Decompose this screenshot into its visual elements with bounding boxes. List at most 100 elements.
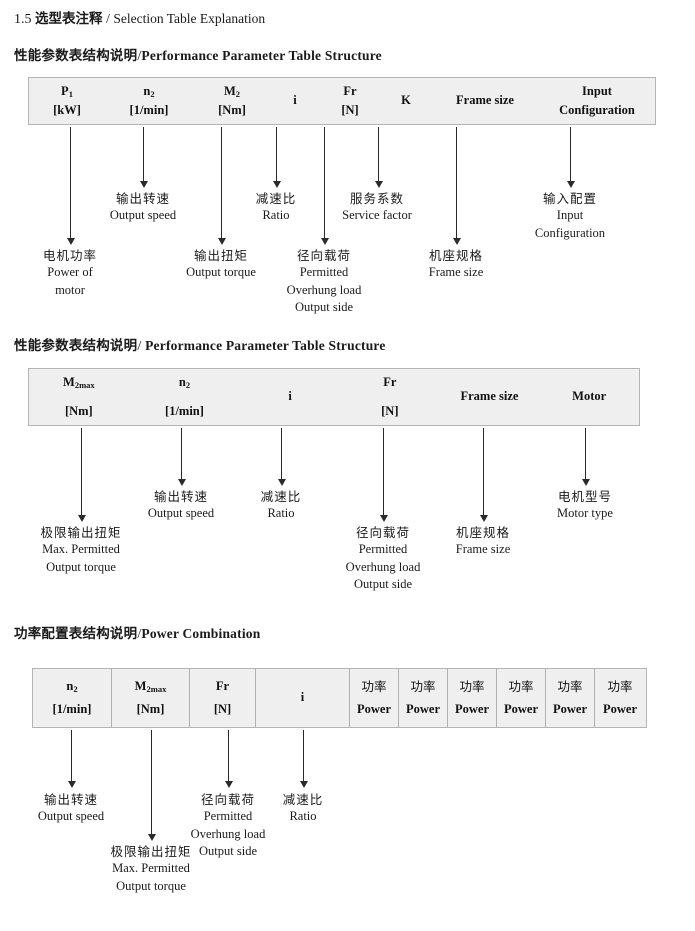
callout-ratio-cn: 减速比	[255, 191, 297, 206]
callout-permitted-overhung-load-3-en2: Overhung load	[190, 826, 266, 841]
callout-ratio-en1: Ratio	[262, 208, 290, 223]
callout-permitted-overhung-load-en1: Permitted	[299, 265, 349, 280]
callout-power-of-motor-cn: 电机功率	[42, 248, 98, 263]
callout-ratio-3: 减速比 Ratio	[283, 791, 324, 826]
callout-permitted-overhung-load-3-en1: Permitted	[203, 809, 253, 824]
section-title-cn: 选型表注释	[35, 11, 103, 27]
callout-permitted-overhung-load-2-cn: 径向载荷	[355, 525, 411, 540]
table-2-cell-frame-size: Frame size	[440, 369, 540, 425]
callout-max-permitted-output-torque: 极限输出扭矩 Max. Permitted Output torque	[40, 524, 121, 576]
section-1-heading-sep: /	[137, 49, 142, 64]
table-3-cell-power-2-line2: Power	[405, 702, 440, 716]
callout-service-factor-cn: 服务系数	[349, 191, 405, 206]
callout-input-configuration-en1: Input	[556, 208, 584, 223]
table-1-cell-fr: Fr [N]	[319, 78, 381, 124]
arrow-output-speed-3	[67, 730, 76, 788]
arrow-max-permitted-output-torque-3	[147, 730, 156, 841]
callout-output-torque: 输出扭矩 Output torque	[186, 247, 256, 282]
table-2-cell-motor: Motor	[539, 369, 639, 425]
table-3-cell-i-line1: i	[300, 690, 305, 705]
performance-parameter-table-2: M2max [Nm] n2 [1/min] i Fr [N] Frame siz…	[28, 368, 640, 426]
callout-output-torque-en1: Output torque	[186, 265, 256, 280]
section-1-heading-cn: 性能参数表结构说明	[14, 48, 138, 64]
callout-permitted-overhung-load-2-en3: Output side	[354, 576, 412, 591]
table-2-cell-m2max-line2: [Nm]	[64, 403, 93, 418]
callout-power-of-motor: 电机功率 Power of motor	[43, 247, 97, 299]
table-2-cell-fr-line2: [N]	[381, 403, 399, 418]
callout-frame-size-cn: 机座规格	[428, 248, 483, 263]
table-3-cell-power-1-line1: 功率	[361, 678, 387, 694]
callout-output-speed-cn: 输出转速	[115, 191, 170, 206]
arrow-frame-size-2	[479, 428, 488, 522]
table-2-cell-n2-line1: n2	[178, 375, 191, 390]
callout-input-configuration: 输入配置 Input Configuration	[535, 190, 605, 242]
table-1-cell-n2-line1: n2	[143, 83, 155, 99]
callout-frame-size: 机座规格 Frame size	[429, 247, 484, 282]
table-3-cell-n2: n2 [1/min]	[33, 669, 111, 727]
page-title: 1.5 选型表注释 / Selection Table Explanation	[14, 7, 265, 28]
callout-frame-size-2-en1: Frame size	[455, 542, 511, 557]
callout-permitted-overhung-load-en3: Output side	[295, 299, 353, 314]
callout-ratio-2-cn: 减速比	[260, 489, 302, 504]
table-2-cell-m2max: M2max [Nm]	[29, 369, 129, 425]
callout-output-torque-cn: 输出扭矩	[193, 248, 249, 263]
table-3-cell-power-6-line1: 功率	[607, 678, 633, 694]
arrow-output-speed-2	[177, 428, 186, 486]
table-1-cell-input-configuration-line2: Configuration	[559, 103, 635, 117]
table-3-cell-power-3-line2: Power	[454, 702, 489, 716]
table-3-cell-power-4-line2: Power	[503, 702, 538, 716]
callout-output-speed-3-cn: 输出转速	[43, 792, 98, 807]
table-1-cell-k-line1: K	[401, 93, 411, 108]
callout-motor-type: 电机型号 Motor type	[557, 488, 613, 523]
table-1-cell-p1-line1: P1	[61, 83, 73, 99]
arrow-motor-type	[581, 428, 590, 486]
table-3-cell-m2max: M2max [Nm]	[111, 669, 189, 727]
callout-service-factor-en1: Service factor	[342, 208, 412, 223]
table-1-cell-p1: P1 [kW]	[29, 78, 105, 124]
section-1-heading-en: Performance Parameter Table Structure	[141, 48, 382, 63]
table-2-cell-m2max-line1: M2max	[63, 375, 95, 390]
arrow-frame-size	[452, 127, 461, 245]
callout-max-permitted-output-torque-en1: Max. Permitted	[42, 542, 120, 557]
section-2-heading-cn: 性能参数表结构说明	[14, 338, 138, 354]
table-3-cell-fr: Fr [N]	[189, 669, 255, 727]
section-3-heading-sep: /	[137, 627, 142, 642]
table-3-cell-n2-line2: [1/min]	[52, 702, 92, 716]
callout-permitted-overhung-load-2-en1: Permitted	[358, 542, 408, 557]
table-2-cell-n2-line2: [1/min]	[165, 403, 204, 418]
table-3-cell-power-1: 功率 Power	[349, 669, 398, 727]
table-1-cell-n2-line2: [1/min]	[129, 103, 169, 117]
table-2-cell-motor-line1: Motor	[572, 389, 607, 404]
callout-output-speed-2-cn: 输出转速	[153, 489, 208, 504]
table-3-cell-power-2-line1: 功率	[410, 678, 436, 694]
table-3-cell-power-2: 功率 Power	[398, 669, 447, 727]
table-1-cell-frame-size: Frame size	[431, 78, 539, 124]
table-3-cell-n2-line1: n2	[66, 678, 78, 694]
arrow-ratio-3	[299, 730, 308, 788]
arrow-permitted-overhung-load-3	[224, 730, 233, 788]
table-3-cell-power-5: 功率 Power	[545, 669, 594, 727]
table-1-cell-i: i	[271, 78, 319, 124]
section-1-heading: 性能参数表结构说明/Performance Parameter Table St…	[14, 44, 382, 65]
table-3-cell-power-6-line2: Power	[602, 702, 637, 716]
table-1-cell-k: K	[381, 78, 431, 124]
table-1-cell-m2: M2 [Nm]	[193, 78, 271, 124]
callout-permitted-overhung-load-3-en3: Output side	[199, 843, 257, 858]
table-1-cell-input-configuration: Input Configuration	[539, 78, 655, 124]
callout-max-permitted-output-torque-3-en1: Max. Permitted	[112, 861, 190, 876]
callout-permitted-overhung-load: 径向载荷 Permitted Overhung load Output side	[287, 247, 362, 316]
callout-max-permitted-output-torque-en2: Output torque	[46, 559, 116, 574]
table-2-cell-i-line1: i	[288, 389, 292, 404]
table-1-cell-fr-line1: Fr	[343, 83, 357, 98]
table-3-cell-power-4: 功率 Power	[496, 669, 545, 727]
callout-output-speed-3-en1: Output speed	[37, 809, 105, 824]
callout-permitted-overhung-load-cn: 径向载荷	[296, 248, 352, 263]
callout-permitted-overhung-load-2: 径向载荷 Permitted Overhung load Output side	[346, 524, 421, 593]
arrow-input-configuration	[566, 127, 575, 188]
callout-ratio-2-en1: Ratio	[267, 506, 295, 521]
callout-frame-size-2-cn: 机座规格	[455, 525, 510, 540]
section-3-heading-en: Power Combination	[141, 626, 261, 641]
table-2-cell-i: i	[240, 369, 340, 425]
callout-service-factor: 服务系数 Service factor	[342, 190, 412, 225]
